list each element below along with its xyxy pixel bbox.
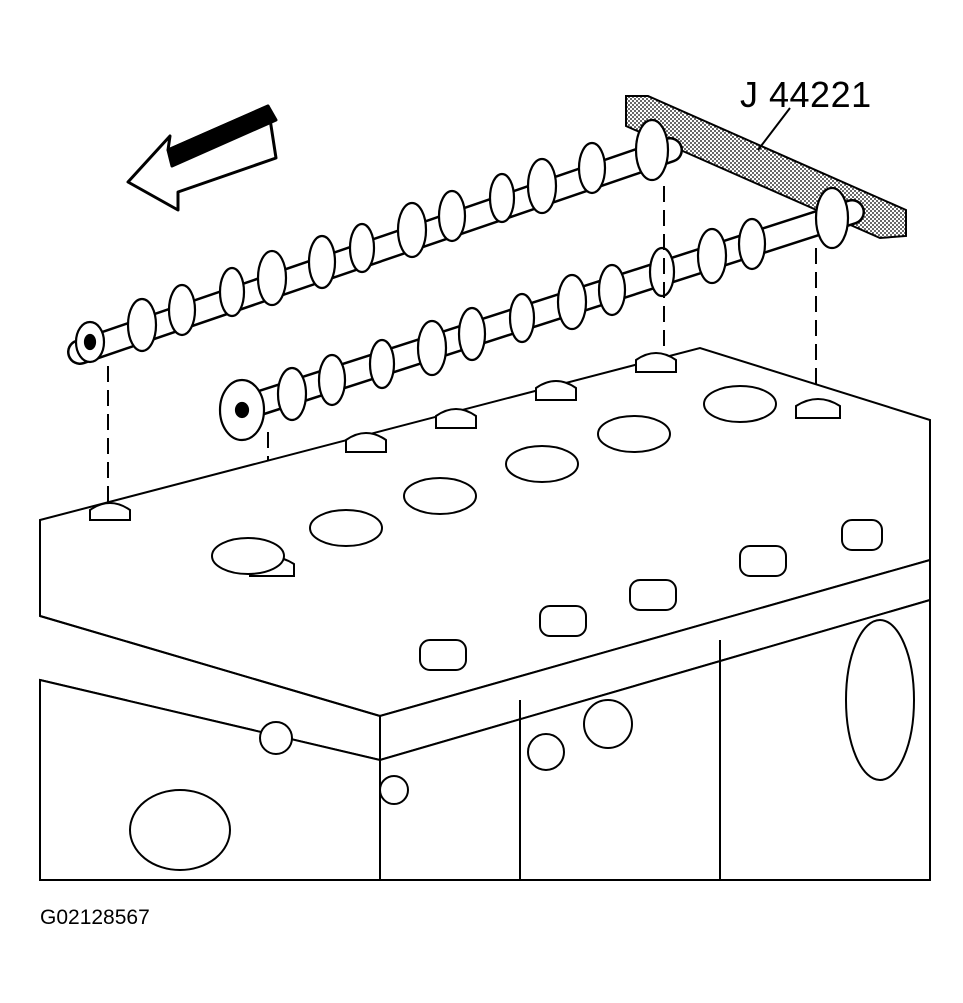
engine-block bbox=[39, 598, 931, 881]
lower-camshaft bbox=[218, 186, 865, 442]
direction-arrow-icon bbox=[126, 104, 278, 212]
cylinder-head bbox=[39, 346, 931, 762]
manifold-openings bbox=[419, 519, 883, 671]
figure-id: G02128567 bbox=[40, 906, 150, 929]
upper-camshaft bbox=[67, 118, 683, 365]
tool-callout-label: J 44221 bbox=[740, 74, 872, 115]
camshaft-bearing-towers bbox=[89, 352, 841, 577]
cylinder-head-ports bbox=[211, 385, 777, 575]
